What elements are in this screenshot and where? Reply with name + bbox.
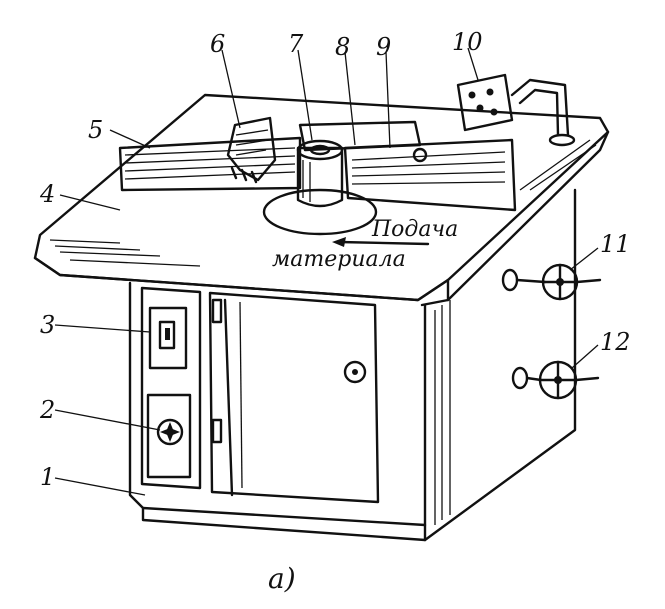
feed-label-line1: Подача (371, 217, 458, 242)
label-8: 8 (335, 33, 350, 61)
label-3: 3 (40, 311, 55, 339)
label-4: 4 (39, 180, 55, 208)
label-5: 5 (88, 116, 103, 144)
table-top (33, 93, 610, 307)
handwheel-upper (501, 263, 602, 301)
label-6: 6 (210, 30, 225, 58)
feed-label-line2: материала (272, 247, 406, 272)
label-11: 11 (600, 230, 631, 258)
label-7: 7 (288, 30, 304, 58)
figure-caption: а) (268, 562, 296, 595)
cabinet (128, 188, 577, 542)
handwheel-lower (511, 360, 600, 400)
label-2: 2 (39, 396, 55, 424)
label-9: 9 (376, 33, 391, 61)
leader-lines (54, 47, 599, 496)
fence-assembly (118, 116, 517, 212)
control-box (456, 73, 576, 147)
label-1: 1 (40, 463, 55, 491)
label-12: 12 (600, 328, 631, 356)
cutter-head (296, 139, 344, 208)
label-10: 10 (452, 28, 483, 56)
feed-arrow (332, 237, 430, 247)
